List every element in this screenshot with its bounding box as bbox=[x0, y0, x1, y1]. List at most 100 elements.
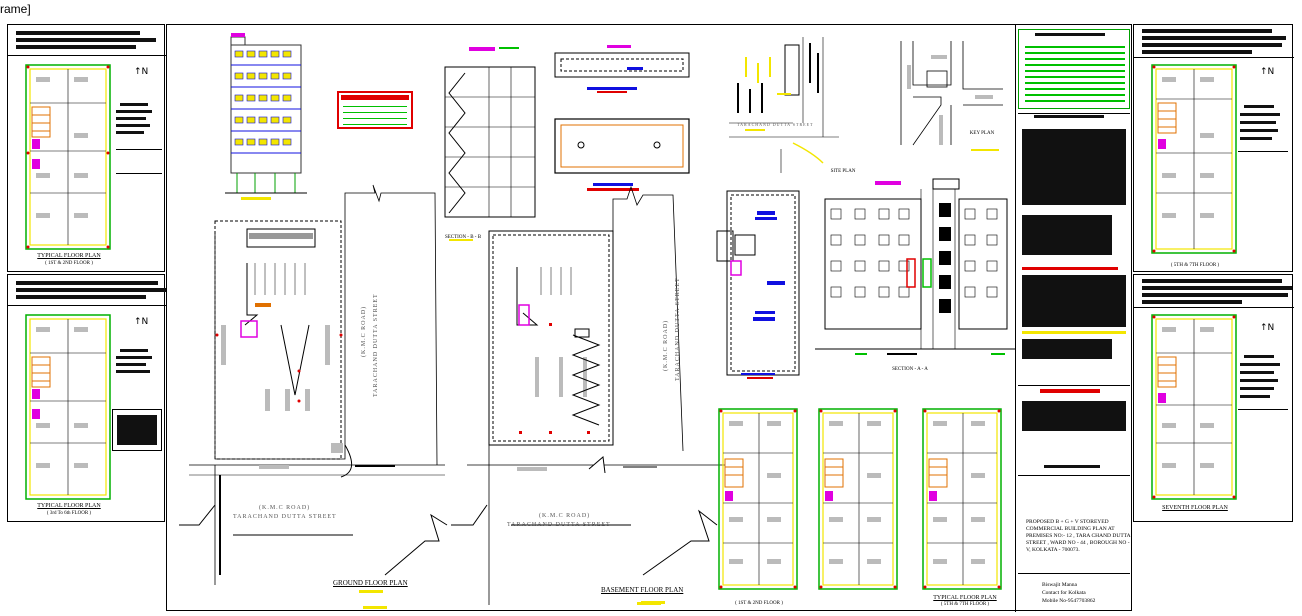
typical-floor-plan-drawing bbox=[818, 408, 898, 590]
redacted-note bbox=[1240, 121, 1276, 124]
redacted-note bbox=[16, 295, 146, 299]
basement-floor-plan-drawing bbox=[451, 185, 737, 605]
basement-floor-plan-title: BASEMENT FLOOR PLAN bbox=[601, 586, 684, 594]
redacted-note bbox=[116, 117, 146, 120]
plan-subtitle: ( 3rd To 6th FLOOR ) bbox=[46, 511, 92, 516]
redacted-note bbox=[116, 124, 150, 127]
key-plan-drawing bbox=[900, 41, 1003, 151]
section-bb-title: SECTION - B - B bbox=[444, 235, 482, 240]
redacted-note bbox=[1240, 137, 1272, 140]
plan-subtitle: ( 5TH & 7TH FLOOR ) bbox=[1170, 263, 1220, 268]
title-underline-marker bbox=[359, 590, 383, 593]
typical-plan-subtitle: ( 5TH & 7TH FLOOR ) bbox=[940, 602, 990, 607]
redacted-note bbox=[116, 131, 144, 134]
key-plan-title: KEY PLAN bbox=[969, 131, 995, 136]
redacted-notes-block bbox=[1022, 401, 1126, 431]
divider bbox=[1018, 573, 1130, 574]
redacted-note bbox=[1142, 36, 1286, 40]
divider bbox=[1134, 57, 1294, 58]
schedule-table bbox=[112, 409, 162, 451]
redacted-note bbox=[1240, 363, 1280, 366]
redacted-note bbox=[116, 356, 152, 359]
typical-floor-plan-drawing bbox=[922, 408, 1002, 590]
divider bbox=[1018, 385, 1130, 386]
main-drawing-sheet: SECTION - B - B TARACHAND DUTTA STREET S… bbox=[166, 24, 1133, 612]
redacted-note bbox=[1240, 395, 1270, 398]
divider bbox=[1018, 475, 1130, 476]
left-top-plan-panel: ↑N TYPICAL FLOOR PLAN ( 1ST & 2ND FLOOR … bbox=[7, 24, 166, 272]
redacted-note bbox=[116, 370, 150, 373]
section-bb-drawing bbox=[444, 47, 536, 241]
redacted-note bbox=[120, 103, 148, 106]
redacted-note bbox=[120, 349, 148, 352]
floor-plan-drawing bbox=[25, 314, 111, 500]
redacted-note bbox=[1142, 43, 1282, 47]
title-underline-marker bbox=[641, 601, 665, 604]
roof-plan-drawing bbox=[716, 190, 800, 379]
redacted-note bbox=[116, 363, 146, 366]
redacted-note bbox=[1142, 279, 1282, 283]
redacted-notes-block bbox=[1022, 339, 1112, 359]
frame-label: rame] bbox=[0, 2, 31, 16]
author-mobile: Mobile No-9547703862 bbox=[1042, 598, 1096, 604]
redacted-note bbox=[1142, 29, 1272, 33]
redacted-note bbox=[1240, 379, 1278, 382]
plan-title: TYPICAL FLOOR PLAN bbox=[37, 253, 101, 259]
project-description: PROPOSED B + G + V STOREYED COMMERCIAL B… bbox=[1026, 519, 1131, 553]
road-label-vertical: (K.M.C ROAD) bbox=[361, 305, 367, 357]
divider bbox=[1238, 151, 1288, 152]
street-label: TARACHAND DUTTA STREET bbox=[737, 122, 814, 127]
north-arrow-icon: ↑N bbox=[134, 67, 149, 77]
north-arrow-icon: ↑N bbox=[134, 317, 149, 327]
author-contact: Contact for Kolkata bbox=[1042, 590, 1086, 596]
redacted-notes-block bbox=[1022, 215, 1112, 255]
author-name: Biswajit Manna bbox=[1042, 582, 1077, 588]
plan-subtitle: ( 1ST & 2ND FLOOR ) bbox=[45, 261, 93, 266]
street-label-horizontal: TARACHAND DUTTA STREET bbox=[507, 522, 611, 528]
divider bbox=[1134, 307, 1294, 308]
typical-plan-subtitle: ( 1ST & 2ND FLOOR ) bbox=[735, 601, 783, 606]
divider bbox=[1238, 409, 1288, 410]
front-elevation-drawing bbox=[225, 33, 307, 200]
redacted-note bbox=[1244, 355, 1274, 358]
floor-plan-drawing bbox=[25, 64, 111, 250]
section-aa-drawing bbox=[815, 178, 1015, 355]
redacted-notes-block bbox=[1022, 129, 1126, 205]
right-bottom-plan-panel: ↑N SEVENTH FLOOR PLAN bbox=[1133, 274, 1294, 522]
divider bbox=[116, 173, 162, 174]
redacted-notes-block bbox=[1022, 275, 1126, 327]
floor-plan-drawing bbox=[1151, 64, 1237, 254]
road-label-vertical: (K.M.C ROAD) bbox=[663, 319, 669, 371]
redacted-note bbox=[1142, 293, 1288, 297]
redacted-note bbox=[1240, 387, 1274, 390]
redacted-note bbox=[16, 45, 136, 49]
redacted-note bbox=[1240, 113, 1280, 116]
redacted-note bbox=[16, 281, 158, 285]
water-tank-drawing bbox=[554, 45, 690, 191]
redacted-note bbox=[116, 110, 152, 113]
floor-plan-drawing bbox=[1151, 314, 1237, 500]
typical-plan-title: TYPICAL FLOOR PLAN bbox=[933, 595, 997, 601]
typical-floor-plan-drawing bbox=[718, 408, 798, 590]
redacted-note bbox=[1240, 371, 1274, 374]
area-statement-table bbox=[337, 91, 413, 129]
ground-floor-plan-title: GROUND FLOOR PLAN bbox=[333, 579, 408, 587]
divider bbox=[1018, 113, 1130, 114]
notes-marker bbox=[1022, 331, 1126, 334]
north-arrow-icon: ↑N bbox=[1260, 323, 1275, 333]
notes-marker bbox=[1040, 389, 1100, 393]
redacted-note bbox=[16, 31, 140, 35]
redacted-note bbox=[16, 38, 156, 42]
divider bbox=[8, 55, 166, 56]
street-label-vertical: TARACHAND DUTTA STREET bbox=[675, 277, 681, 381]
divider bbox=[116, 149, 162, 150]
redacted-note bbox=[1244, 105, 1274, 108]
redacted-note bbox=[1142, 50, 1252, 54]
road-label-horizontal: (K.M.C ROAD) bbox=[539, 513, 591, 519]
divider bbox=[8, 305, 166, 306]
site-plan-drawing bbox=[729, 37, 839, 173]
title-block: PROPOSED B + G + V STOREYED COMMERCIAL B… bbox=[1015, 25, 1133, 612]
site-plan-title: SITE PLAN bbox=[830, 169, 856, 174]
notes-marker bbox=[1022, 267, 1118, 270]
left-bottom-plan-panel: ↑N TYPICAL FLOOR PLAN ( 3rd To 6th FLOOR… bbox=[7, 274, 166, 522]
